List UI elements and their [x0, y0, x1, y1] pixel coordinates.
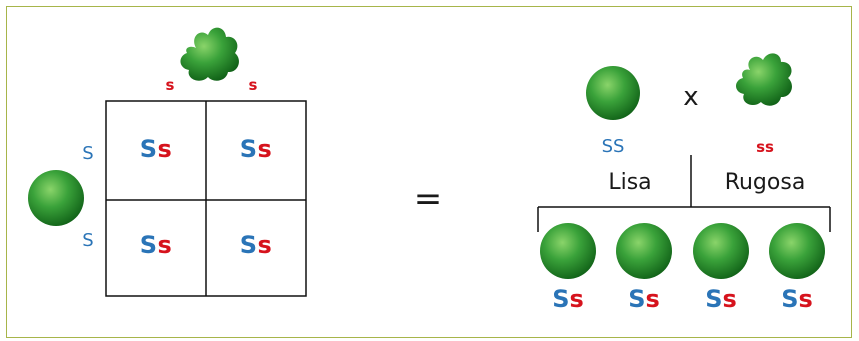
recessive-allele: s [257, 135, 273, 163]
parent-wrinkled-name: Rugosa [724, 170, 806, 195]
offspring-label-3: Ss [691, 285, 751, 313]
left-allele-2: S [82, 230, 94, 251]
pedigree-lines [537, 155, 831, 232]
dominant-allele: S [139, 231, 158, 259]
offspring-pea-icon [693, 223, 749, 279]
parent-smooth-pea-icon [586, 66, 640, 120]
diagram-frame [6, 6, 852, 338]
dominant-allele: S [239, 135, 258, 163]
recessive-allele: s [645, 285, 660, 313]
recessive-allele: s [798, 285, 813, 313]
parent-smooth-genotype: SS [601, 136, 625, 157]
dominant-allele: S [781, 285, 799, 313]
wrinkled-pea-icon [180, 27, 239, 81]
punnett-cell-4: Ss [206, 231, 306, 259]
parent-wrinkled-genotype: ss [756, 138, 774, 156]
cross-symbol: x [683, 82, 699, 112]
top-allele-1: s [165, 76, 175, 94]
left-allele-1: S [82, 143, 94, 164]
offspring-pea-icon [540, 223, 596, 279]
punnett-square-grid [105, 100, 307, 297]
offspring-label-4: Ss [767, 285, 827, 313]
smooth-pea-icon [28, 170, 84, 226]
parent-smooth-name: Lisa [608, 170, 652, 195]
recessive-allele: s [569, 285, 584, 313]
offspring-label-1: Ss [538, 285, 598, 313]
equals-sign: = [413, 179, 443, 219]
recessive-allele: s [157, 135, 173, 163]
offspring-pea-icon [769, 223, 825, 279]
punnett-cell-3: Ss [106, 231, 206, 259]
recessive-allele: s [157, 231, 173, 259]
recessive-allele: s [722, 285, 737, 313]
punnett-cell-2: Ss [206, 135, 306, 163]
dominant-allele: S [552, 285, 570, 313]
offspring-label-2: Ss [614, 285, 674, 313]
dominant-allele: S [628, 285, 646, 313]
parent-wrinkled-pea-icon [736, 53, 792, 106]
dominant-allele: S [705, 285, 723, 313]
dominant-allele: S [139, 135, 158, 163]
recessive-allele: s [257, 231, 273, 259]
top-allele-2: s [248, 76, 258, 94]
dominant-allele: S [239, 231, 258, 259]
punnett-cell-1: Ss [106, 135, 206, 163]
offspring-pea-icon [616, 223, 672, 279]
